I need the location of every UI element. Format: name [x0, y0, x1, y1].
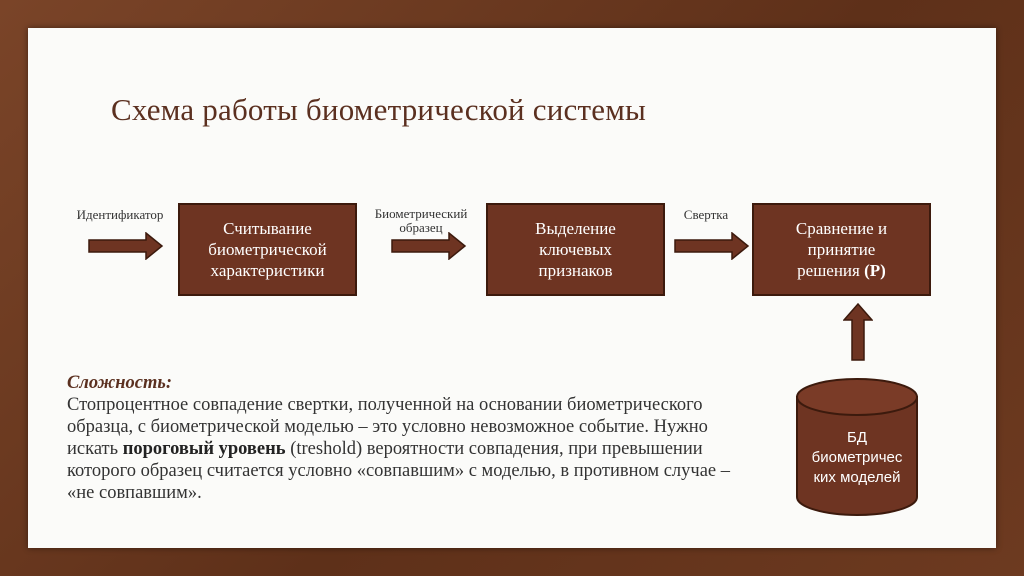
box-read-line-1: Считывание	[223, 219, 312, 238]
box-extract-line-2: ключевых	[539, 240, 612, 259]
box-extract-line-3: признаков	[538, 261, 613, 280]
sample-label-line-1: Биометрический	[374, 206, 468, 221]
note-bold-term: пороговый уровень	[122, 439, 286, 459]
complexity-note: Сложность: Стопроцентное совпадение свер…	[67, 372, 757, 504]
arrow-right-icon	[674, 232, 750, 260]
note-text-1: Стопроцентное совпадение свертки, получе…	[67, 395, 708, 459]
box-compare-line-1: Сравнение и	[795, 219, 888, 238]
box-read-line-2: биометрической	[208, 240, 327, 259]
arrow-right-icon	[391, 232, 467, 260]
arrow-up-icon	[843, 303, 873, 361]
database-cylinder-icon	[796, 378, 918, 516]
note-text-2: (treshold) вероятности совпадения, при п…	[67, 439, 731, 503]
convolution-label: Свертка	[683, 207, 729, 222]
box-read-line-3: характеристики	[210, 261, 325, 280]
box-compare-line-3-text: решения	[797, 261, 865, 280]
database-label: БД биометричес ких моделей	[795, 428, 919, 488]
note-heading: Сложность:	[67, 373, 172, 393]
note-body: Стопроцентное совпадение свертки, получе…	[67, 394, 757, 504]
box-compare-line-2: принятие	[807, 240, 876, 259]
arrow-right-icon	[88, 232, 164, 260]
database-line-3: ких моделей	[813, 469, 901, 486]
slide-title: Схема работы биометрической системы	[111, 92, 647, 127]
box-extract-features: Выделение ключевых признаков	[486, 203, 665, 296]
identifier-label: Идентификатор	[76, 207, 164, 222]
decision-symbol: (P)	[864, 261, 886, 280]
biometric-sample-label: Биометрический образец	[360, 207, 482, 235]
box-read-characteristic: Считывание биометрической характеристики	[178, 203, 357, 296]
database-line-1: БД	[846, 429, 867, 446]
box-compare-decision: Сравнение и принятие решения (P)	[752, 203, 931, 296]
database-line-2: биометричес	[811, 449, 903, 466]
box-extract-line-1: Выделение	[535, 219, 616, 238]
sample-label-line-2: образец	[399, 220, 443, 235]
box-compare-line-3: решения (P)	[796, 260, 887, 281]
